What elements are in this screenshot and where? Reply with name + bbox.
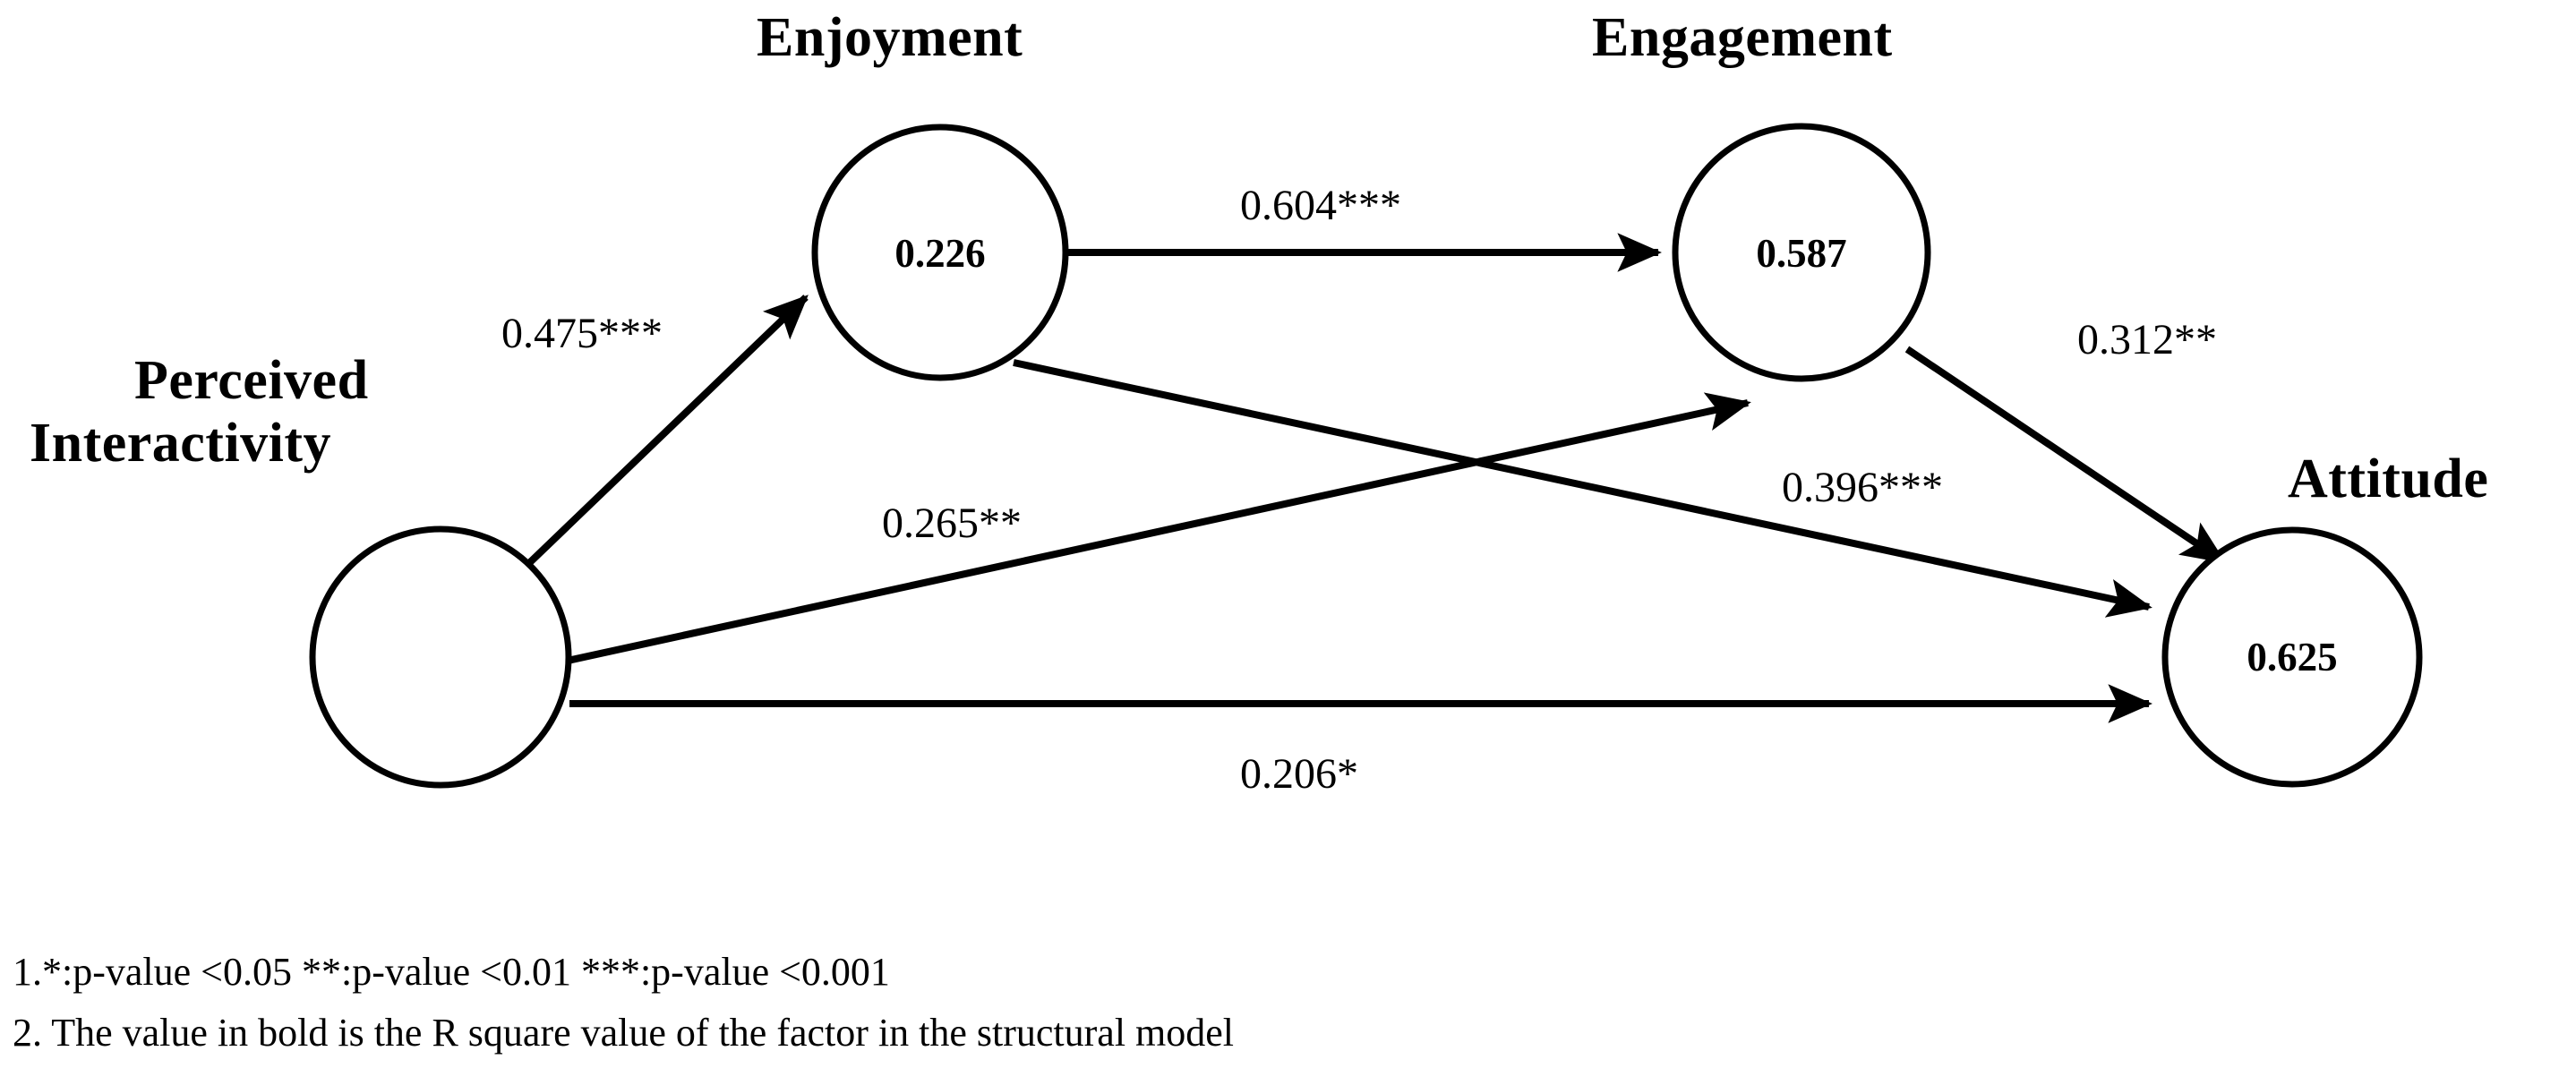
node-label-enjoyment: Enjoyment xyxy=(757,7,1023,68)
node-circle-perceived-interactivity[interactable] xyxy=(309,525,572,789)
node-attitude[interactable]: Attitude 0.625 xyxy=(2161,449,2488,788)
edge-pi-to-engagement xyxy=(567,392,1751,664)
node-label-perceived-interactivity-line2: Interactivity xyxy=(30,413,331,474)
node-enjoyment[interactable]: Enjoyment 0.226 xyxy=(757,7,1069,381)
node-circle-attitude[interactable] xyxy=(2161,526,2423,788)
edge-label-pi-to-attitude: 0.206* xyxy=(1240,750,1358,798)
node-circle-enjoyment[interactable] xyxy=(811,124,1069,381)
node-label-engagement: Engagement xyxy=(1592,7,1893,68)
edge-label-layer: 0.475*** 0.604*** 0.312** 0.265** 0.396*… xyxy=(501,182,2217,798)
node-value-enjoyment: 0.226 xyxy=(894,231,985,276)
edge-enjoyment-to-attitude xyxy=(1013,359,2152,618)
node-label-perceived-interactivity-line1: Perceived xyxy=(134,350,369,411)
node-circle-engagement[interactable] xyxy=(1672,123,1931,382)
edge-label-engagement-to-attitude: 0.312** xyxy=(2077,316,2217,363)
edge-label-pi-to-enjoyment: 0.475*** xyxy=(501,310,663,357)
footnote-significance: 1.*:p-value <0.05 **:p-value <0.01 ***:p… xyxy=(13,950,890,994)
footnote-layer: 1.*:p-value <0.05 **:p-value <0.01 ***:p… xyxy=(13,950,1234,1055)
edge-engagement-to-attitude xyxy=(1904,346,2227,565)
edge-layer xyxy=(526,233,2227,723)
node-value-engagement: 0.587 xyxy=(1756,231,1846,276)
node-label-attitude: Attitude xyxy=(2288,449,2488,509)
footnote-bold-value: 2. The value in bold is the R square val… xyxy=(13,1011,1234,1055)
node-layer: Perceived Interactivity Enjoyment 0.226 … xyxy=(30,7,2488,789)
edge-label-enjoyment-to-engagement: 0.604*** xyxy=(1240,182,1401,229)
edge-label-enjoyment-to-attitude: 0.396*** xyxy=(1782,464,1943,511)
node-engagement[interactable]: Engagement 0.587 xyxy=(1592,7,1931,382)
node-perceived-interactivity[interactable]: Perceived Interactivity xyxy=(30,350,572,789)
node-value-attitude: 0.625 xyxy=(2247,635,2337,679)
edge-pi-to-enjoyment xyxy=(526,295,809,567)
edge-label-pi-to-engagement: 0.265** xyxy=(882,500,1022,547)
